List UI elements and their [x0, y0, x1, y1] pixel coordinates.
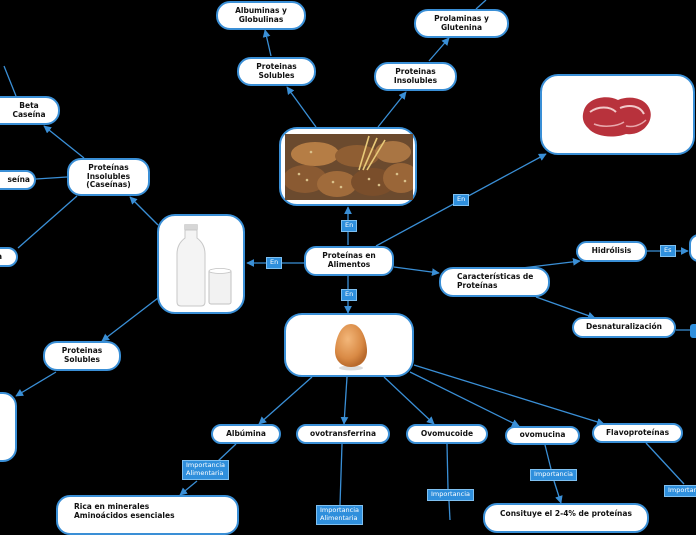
hidrolisis-node[interactable]: Hidrólisis — [576, 241, 647, 262]
a-partial-node[interactable]: a — [0, 247, 18, 267]
soluble-top-node[interactable]: Proteinas Solubles — [237, 57, 316, 86]
albuminas-globulinas-label: Albuminas y Globulinas — [235, 5, 287, 24]
caseina-partial-label: seína — [7, 174, 30, 184]
insoluble-top-node[interactable]: Proteinas Insolubles — [374, 62, 457, 91]
meat-image-icon — [582, 97, 651, 137]
label-importancia-flavoproteinas: Importan — [664, 485, 696, 497]
albumina-node[interactable]: Albúmina — [211, 424, 281, 444]
hidrolisis-label: Hidrólisis — [591, 246, 632, 256]
ovomucina-label: ovomucina — [519, 430, 566, 440]
constituye-label: Consituye el 2-4% de proteínas — [500, 509, 632, 518]
desnaturalizacion-node[interactable]: Desnaturalización — [572, 317, 676, 338]
desnaturalizacion-label: Desnaturalización — [586, 322, 662, 332]
insolubles-caseinas-label: Proteínas Insolubles (Caseínas) — [86, 163, 131, 190]
solubles-milk-node[interactable]: Proteinas Solubles — [43, 341, 121, 371]
bread-image-icon — [285, 134, 413, 200]
beta-caseina-label: Beta Caseína — [12, 100, 46, 119]
rica-minerales-node[interactable]: Rica en minerales Aminoácidos esenciales — [56, 495, 239, 535]
egg-node[interactable] — [284, 313, 414, 377]
flavoproteinas-node[interactable]: Flavoproteínas — [592, 423, 683, 443]
insoluble-top-label: Proteinas Insolubles — [393, 66, 438, 85]
flavoproteinas-label: Flavoproteínas — [605, 427, 670, 437]
label-en-left: En — [266, 257, 283, 269]
albuminas-globulinas-node[interactable]: Albuminas y Globulinas — [216, 1, 306, 30]
ovotransferrina-label: ovotransferrina — [309, 428, 377, 438]
ovomucina-node[interactable]: ovomucina — [505, 426, 580, 445]
root-node-label: Proteínas en Alimentos — [322, 251, 376, 269]
root-node[interactable]: Proteínas en Alimentos — [304, 246, 394, 276]
milk-node[interactable] — [157, 214, 245, 314]
milk-image-icon — [176, 224, 232, 307]
constituye-node[interactable]: Consituye el 2-4% de proteínas — [483, 503, 649, 533]
albumina-label: Albúmina — [226, 428, 266, 438]
hidrolisis-target-node-partial[interactable] — [689, 234, 696, 262]
ovomucoide-label: Ovomucoide — [420, 428, 474, 438]
meat-node[interactable] — [540, 74, 695, 155]
label-importancia-albumina: Importancia Alimentaria — [182, 460, 230, 480]
connector-lines — [3, 0, 696, 520]
label-en-meat: En — [453, 194, 470, 206]
label-importancia-ovomucoide: Importancia — [427, 489, 475, 501]
caracteristicas-node[interactable]: Características de Proteínas — [439, 267, 550, 297]
soluble-top-label: Proteinas Solubles — [256, 61, 297, 80]
prolaminas-glutenina-label: Prolaminas y Glutenina — [434, 13, 489, 32]
label-importancia-ovomucina: Importancia — [530, 469, 578, 481]
a-partial-label: a — [0, 252, 2, 262]
desnaturalizacion-target-partial — [690, 324, 696, 338]
solubles-milk-label: Proteinas Solubles — [61, 346, 103, 364]
caseina-partial-node[interactable]: seína — [0, 170, 36, 190]
label-en-top: En — [341, 220, 358, 232]
caracteristicas-label: Características de Proteínas — [457, 272, 534, 290]
label-en-bottom: En — [341, 289, 358, 301]
rica-minerales-label: Rica en minerales Aminoácidos esenciales — [74, 502, 175, 520]
label-importancia-ovotransferrina: Importancia Alimentaria — [316, 505, 364, 525]
ovotransferrina-node[interactable]: ovotransferrina — [296, 424, 390, 444]
bread-node[interactable] — [279, 127, 417, 206]
ovomucoide-node[interactable]: Ovomucoide — [406, 424, 488, 444]
egg-image-icon — [335, 324, 367, 371]
left-partial-node[interactable] — [0, 392, 17, 462]
prolaminas-glutenina-node[interactable]: Prolaminas y Glutenina — [414, 9, 509, 38]
beta-caseina-node[interactable]: Beta Caseína — [0, 96, 60, 125]
label-es: Es — [660, 245, 676, 257]
insolubles-caseinas-node[interactable]: Proteínas Insolubles (Caseínas) — [67, 158, 150, 196]
